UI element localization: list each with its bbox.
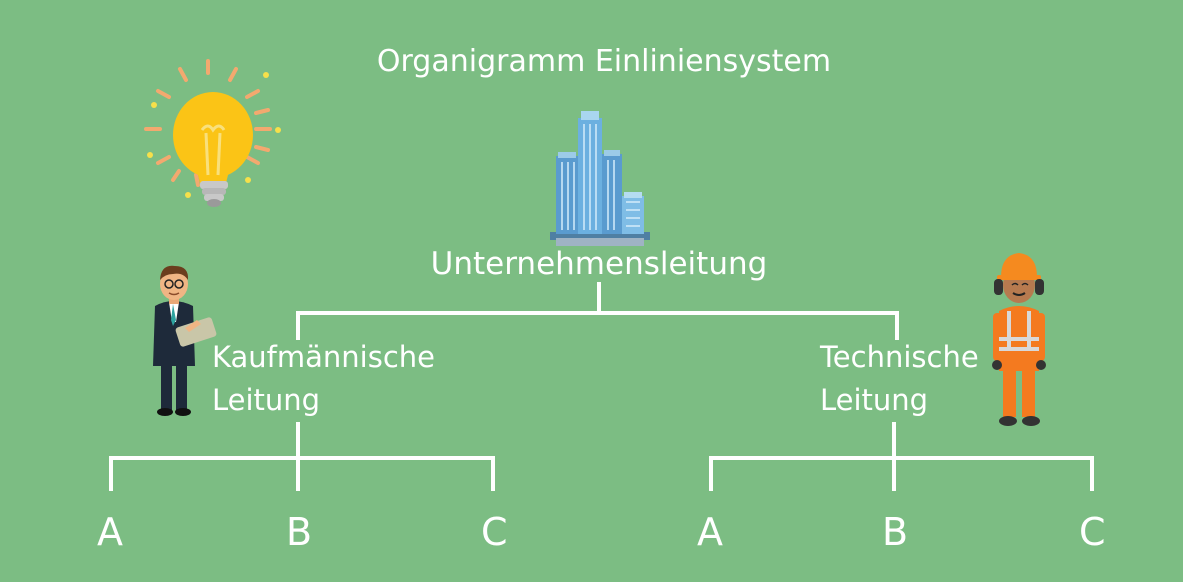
leaf-node-label: A xyxy=(697,510,723,554)
leaf-node-label: A xyxy=(97,510,123,554)
lightbulb-icon xyxy=(144,59,281,207)
construction-worker-icon xyxy=(992,253,1046,426)
leaf-node-label: B xyxy=(882,510,909,554)
branch-label-technisch: Technische Leitung xyxy=(820,340,979,417)
root-node-label: Unternehmensleitung xyxy=(430,246,768,282)
branch-label-kaufmaennisch: Kaufmännische Leitung xyxy=(212,340,435,417)
leaf-node-label: B xyxy=(286,510,313,554)
leaf-node-label: C xyxy=(481,510,508,554)
office-buildings-icon xyxy=(550,111,650,246)
chart-title: Organigramm Einliniensystem xyxy=(376,44,832,79)
businessman-icon xyxy=(153,265,217,416)
leaf-node-label: C xyxy=(1079,510,1106,554)
